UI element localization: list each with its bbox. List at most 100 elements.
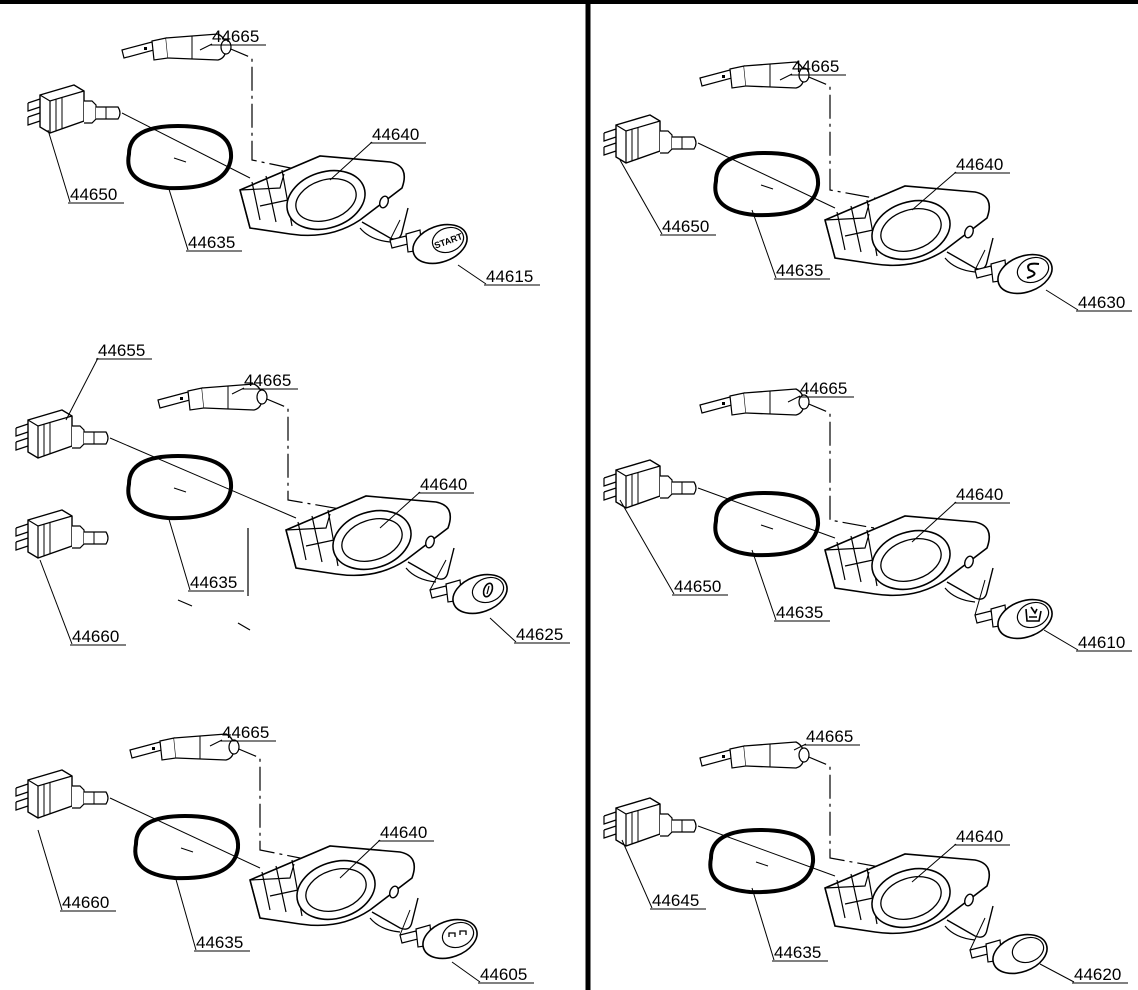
part-label-switch: 44660 [62, 893, 109, 912]
bezel-part [249, 845, 419, 933]
bulb-axis-line [803, 754, 886, 869]
bezel-part [239, 155, 409, 243]
knob-axis-line [429, 559, 447, 591]
leader-line-knob [489, 617, 517, 643]
part-label-switch: 44650 [662, 217, 709, 236]
part-label-bezel: 44640 [956, 155, 1003, 174]
alt-axis-line [177, 528, 251, 631]
leader-line-ring [167, 185, 189, 251]
leader-line-bezel [911, 501, 957, 543]
part-label-switch: 44655 [98, 341, 145, 360]
switch-axis-line [697, 487, 836, 539]
switch-part [603, 797, 697, 847]
bulb-axis-line [803, 74, 886, 201]
o-ring-part [126, 453, 234, 521]
part-label-bulb: 44665 [806, 727, 853, 746]
bulb-axis-line [261, 396, 347, 511]
part-label-bezel: 44640 [956, 485, 1003, 504]
leader-line-ring [167, 515, 191, 591]
o-ring-part [713, 150, 821, 218]
o-ring-axis-mark [755, 861, 769, 867]
knob-axis-line [974, 249, 986, 271]
switch-part [15, 409, 109, 459]
leader-line-ring [174, 875, 197, 951]
o-ring-part [126, 123, 234, 191]
part-label-knob: 44610 [1078, 633, 1125, 652]
o-ring-axis-mark [760, 184, 774, 190]
leader-line-switch [37, 829, 63, 911]
leader-line-ring [751, 887, 775, 961]
switch-axis-line [109, 437, 297, 519]
switch-part [15, 769, 109, 819]
part-label-ring: 44635 [188, 233, 235, 252]
part-label-knob: 44605 [480, 965, 527, 984]
part-label-knob: 44630 [1078, 293, 1125, 312]
part-label-switch: 44645 [652, 891, 699, 910]
leader-line-bezel [379, 491, 421, 529]
leader-line-knob [1039, 963, 1075, 983]
bezel-part [824, 185, 994, 273]
leader-line-bulb [779, 73, 793, 81]
leader-line-bulb [209, 739, 223, 747]
leader-line-knob [457, 264, 487, 285]
seatbelt-s-icon [1026, 262, 1040, 279]
o-ring-part [133, 813, 241, 881]
bulb-part [699, 741, 810, 769]
leader-line-switch2 [39, 559, 73, 645]
switch-part [603, 459, 697, 509]
bulb-part [699, 388, 810, 416]
o-ring-axis-mark [173, 487, 187, 493]
part-label-ring: 44635 [776, 603, 823, 622]
knob-axis-line [969, 917, 986, 951]
part-label-switch: 44650 [674, 577, 721, 596]
switch-part-alt [15, 509, 109, 559]
knob-axis-line [399, 909, 411, 936]
bulb-axis-line [233, 746, 311, 861]
switch-axis-line [109, 797, 261, 869]
leader-line-switch [65, 357, 99, 421]
o-ring-axis-mark [173, 157, 187, 163]
bezel-part [824, 853, 994, 941]
bulb-axis-line [225, 46, 301, 171]
leader-line-bezel [911, 843, 957, 883]
knob-axis-line [974, 579, 986, 616]
part-label-ring: 44635 [196, 933, 243, 952]
bezel-part [824, 515, 994, 603]
part-label-bulb: 44665 [792, 57, 839, 76]
part-label-knob: 44625 [516, 625, 563, 644]
bezel-part [285, 495, 455, 583]
leader-line-switch [619, 499, 675, 595]
switch-part [27, 84, 121, 134]
leader-line-knob [1045, 289, 1079, 311]
bulb-axis-line [803, 401, 886, 531]
zero-icon [482, 582, 494, 598]
knob-part [974, 591, 1059, 647]
leader-line-bezel [911, 171, 957, 211]
leader-line-switch [47, 129, 71, 203]
leader-line-bezel [339, 839, 381, 879]
switch-axis-line [697, 825, 836, 877]
seat-heater-icon [1025, 606, 1042, 622]
zero-slash-icon [486, 585, 490, 595]
leader-line-switch [621, 839, 653, 909]
o-ring-part [708, 827, 816, 895]
part-label-bulb: 44665 [212, 27, 259, 46]
part-label-bezel: 44640 [420, 475, 467, 494]
part-label-ring: 44635 [190, 573, 237, 592]
assemblies-layer: START44665446404465044635446154466544640… [15, 27, 1132, 984]
leader-line-knob [451, 961, 481, 983]
knob-part [974, 246, 1059, 302]
knob-part [969, 926, 1054, 982]
part-label-switch2: 44660 [72, 627, 119, 646]
part-label-knob: 44615 [486, 267, 533, 286]
o-ring-axis-mark [760, 524, 774, 530]
o-ring-part [713, 490, 821, 558]
leader-line-bezel [329, 141, 373, 181]
